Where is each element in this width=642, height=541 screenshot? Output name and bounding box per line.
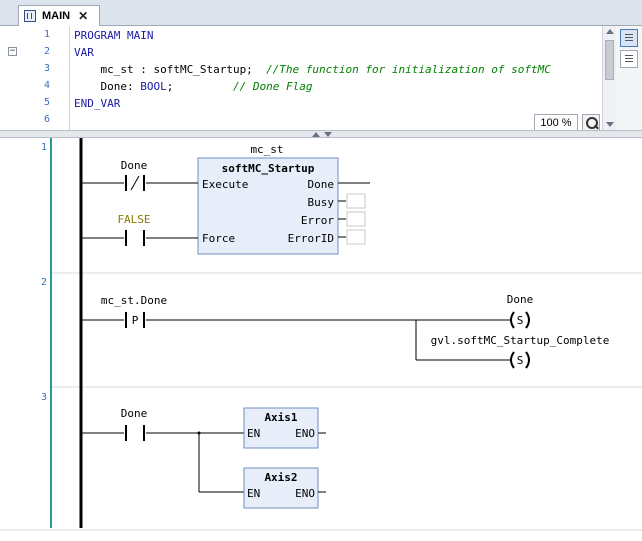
contact-variable-mc-st-done[interactable]: mc_st.Done <box>101 294 167 307</box>
network-number: 2 <box>41 277 47 288</box>
block-axis2-in: EN <box>247 487 260 500</box>
network-number: 1 <box>41 142 47 153</box>
expand-down-icon[interactable] <box>324 132 332 137</box>
fb-output-errorid: ErrorID <box>288 232 334 245</box>
code-token: //The function for initialization of sof… <box>266 63 551 76</box>
tab-main[interactable]: MAIN ✕ <box>18 5 100 26</box>
collapse-up-icon[interactable] <box>312 132 320 137</box>
block-axis1[interactable] <box>243 407 319 449</box>
code-token: // Done Flag <box>232 80 313 93</box>
output-placeholder-error[interactable] <box>346 211 366 227</box>
network-number: 3 <box>41 392 47 403</box>
code-line[interactable]: PROGRAM MAIN <box>74 29 153 42</box>
code-token: Done: <box>74 80 141 93</box>
ladder-editor[interactable]: 1 2 3 mc_st softMC_Startup Execute Force… <box>0 138 642 541</box>
declaration-editor[interactable]: − 1 2 3 4 5 6 PROGRAM MAIN VAR mc_st : softMC_… <box>0 26 642 132</box>
code-token: END_VAR <box>74 97 121 110</box>
code-line[interactable]: VAR <box>74 46 94 59</box>
code-line[interactable]: Done: BOOL; // Done Flag <box>74 80 312 93</box>
scroll-down-icon[interactable] <box>606 122 614 127</box>
normally-open-contact[interactable] <box>125 230 145 246</box>
editor-splitter[interactable] <box>0 130 642 138</box>
line-number: 3 <box>43 63 50 74</box>
textual-view-icon[interactable] <box>620 29 638 47</box>
contact-variable-done[interactable]: Done <box>121 407 148 420</box>
vertical-scrollbar[interactable] <box>602 26 616 130</box>
scroll-up-icon[interactable] <box>606 29 614 34</box>
contact-variable-done[interactable]: Done <box>121 159 148 172</box>
coil-variable-startup-complete[interactable]: gvl.softMC_Startup_Complete <box>431 334 610 347</box>
block-axis2-out: ENO <box>295 487 315 500</box>
scroll-thumb[interactable] <box>605 40 614 80</box>
block-axis1-in: EN <box>247 427 260 440</box>
set-coil[interactable]: S <box>510 311 530 329</box>
svg-text:S: S <box>517 354 524 367</box>
svg-text:P: P <box>132 314 139 327</box>
normally-open-contact[interactable] <box>125 425 145 441</box>
code-token: BOOL <box>140 80 167 93</box>
code-token: PROGRAM MAIN <box>74 29 154 42</box>
code-token: VAR <box>74 46 94 59</box>
code-token: ; <box>166 80 233 93</box>
rising-edge-contact[interactable]: P <box>125 312 145 328</box>
fb-output-error: Error <box>301 214 334 227</box>
fb-block-softmc-startup[interactable] <box>197 157 339 255</box>
line-number: 1 <box>43 29 50 40</box>
fb-input-force: Force <box>202 232 235 245</box>
junction-dot <box>197 431 201 435</box>
block-axis1-name: Axis1 <box>264 411 297 424</box>
zoom-level[interactable]: 100 % <box>534 114 578 132</box>
editor-view-toolbar <box>616 26 642 130</box>
code-line[interactable]: END_VAR <box>74 97 120 110</box>
fb-type-name: softMC_Startup <box>222 162 315 175</box>
output-placeholder-errorid[interactable] <box>346 229 366 245</box>
line-number: 2 <box>43 46 50 57</box>
close-icon[interactable]: ✕ <box>78 9 89 23</box>
fb-output-done: Done <box>308 178 335 191</box>
line-number: 6 <box>43 114 50 125</box>
ladder-diagram: 1 2 3 mc_st softMC_Startup Execute Force… <box>0 138 642 531</box>
set-coil[interactable]: S <box>510 351 530 369</box>
block-axis2-name: Axis2 <box>264 471 297 484</box>
line-number: 4 <box>43 80 50 91</box>
block-axis1-out: ENO <box>295 427 315 440</box>
negated-contact[interactable] <box>125 175 145 191</box>
line-number: 5 <box>43 97 50 108</box>
fb-input-execute: Execute <box>202 178 248 191</box>
zoom-icon[interactable] <box>582 114 600 132</box>
code-token: mc_st : softMC_Startup; <box>74 63 267 76</box>
fb-instance-name[interactable]: mc_st <box>250 143 283 156</box>
svg-text:S: S <box>517 314 524 327</box>
editor-tabstrip: MAIN ✕ <box>0 0 642 26</box>
fold-toggle-icon[interactable]: − <box>8 46 17 56</box>
ladder-icon <box>24 10 36 22</box>
contact-variable-false[interactable]: FALSE <box>117 213 150 226</box>
code-line[interactable]: mc_st : softMC_Startup; //The function f… <box>74 63 551 76</box>
tabular-view-icon[interactable] <box>620 50 638 68</box>
output-placeholder-busy[interactable] <box>346 193 366 209</box>
coil-variable-done[interactable]: Done <box>507 293 534 306</box>
block-axis2[interactable] <box>243 467 319 509</box>
tab-main-label: MAIN <box>42 10 71 22</box>
fb-output-busy: Busy <box>308 196 335 209</box>
line-number-gutter: − 1 2 3 4 5 6 <box>0 26 70 130</box>
